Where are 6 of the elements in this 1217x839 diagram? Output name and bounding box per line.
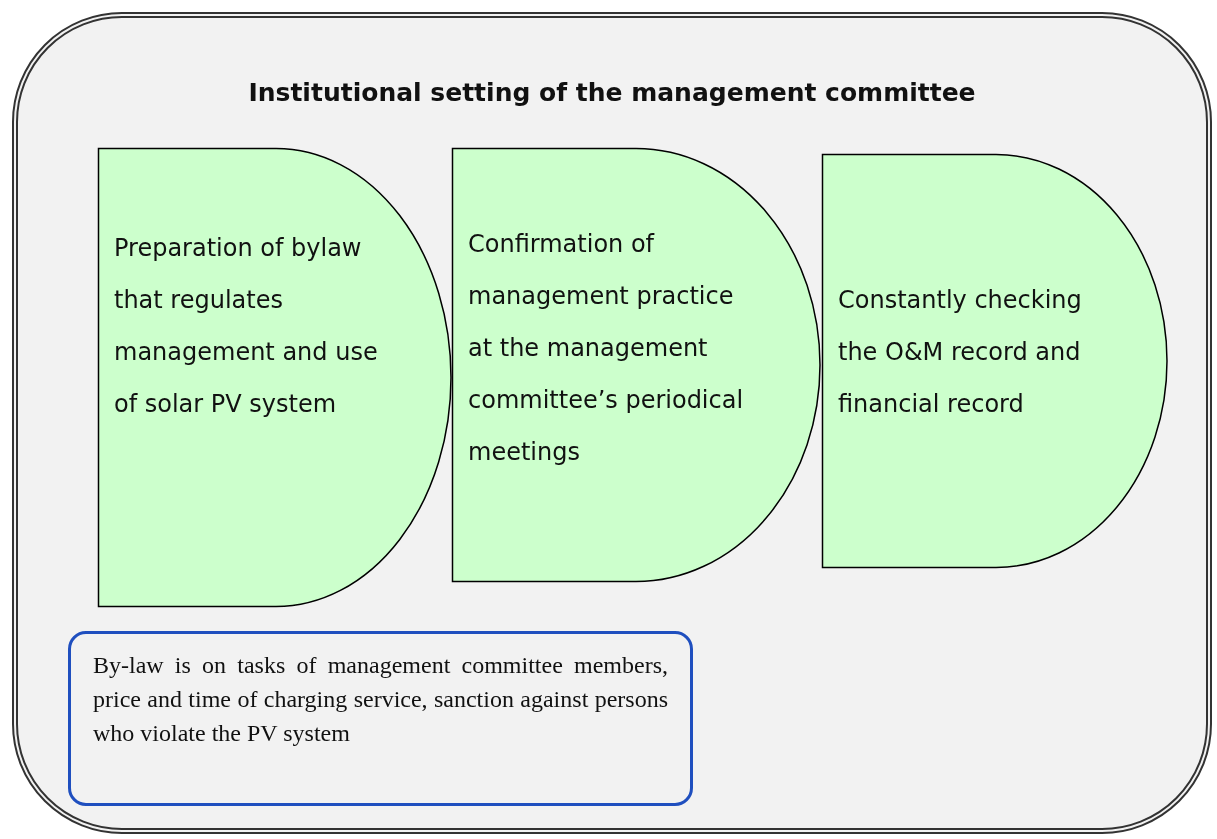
box-text: Constantly checking the O&M record and financial record	[838, 285, 1083, 420]
title: Institutional setting of the management committee	[248, 78, 976, 107]
note-box: By-law is on tasks of management committee members, price and time of charging service, sanction against persons who violate the PV system	[68, 631, 693, 806]
box-text: Confirmation of management practice at the management committee’s periodical meetings	[468, 229, 745, 468]
rounded-frame	[12, 12, 1212, 834]
box-text: Preparation of bylaw that regulates management and use of solar PV system	[114, 233, 379, 420]
